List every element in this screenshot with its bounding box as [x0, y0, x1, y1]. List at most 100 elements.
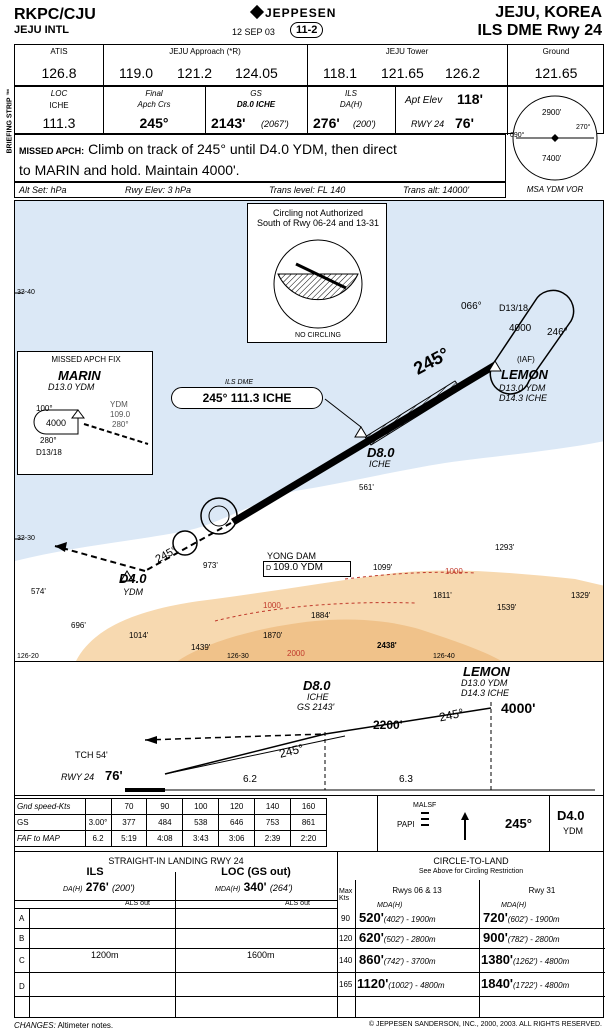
missed-label: MISSED APCH: — [19, 146, 85, 156]
jeppesen-logo-icon — [249, 4, 265, 20]
atis-label: ATIS — [50, 47, 68, 56]
elev-1870: 1870' — [263, 631, 283, 640]
speed-d4: D4.0 — [557, 808, 585, 823]
final-course: 245° — [139, 115, 169, 131]
profile-dist-2: 6.3 — [399, 774, 413, 785]
speed-3: 100 — [182, 798, 220, 815]
cat-d: D — [19, 982, 25, 991]
tower-freq-1: 118.1 — [323, 65, 357, 81]
location: JEJU, KOREA — [495, 4, 602, 21]
da-label: DA(H) — [339, 100, 363, 109]
speed-1: 70 — [110, 798, 148, 815]
circling-inset: Circling not Authorized South of Rwy 06-… — [247, 203, 387, 343]
msa-north: 2900' — [542, 108, 562, 117]
atis-freq: 126.8 — [41, 65, 77, 81]
gs-angle: 3.00° — [84, 814, 112, 831]
circle-mda-label-2: MDA(H) — [501, 902, 527, 909]
profile-lemon-d1: D13.0 YDM — [461, 678, 508, 688]
profile-d8: D8.0 — [303, 678, 331, 693]
briefing-row: LOC ICHE 111.3 Final Apch Crs 245° GS D8… — [14, 86, 604, 135]
elev-574: 574' — [31, 587, 46, 596]
hold-outbound: 246° — [547, 327, 568, 338]
profile-rwy: RWY 24 — [61, 772, 95, 782]
elev-973: 973' — [203, 561, 218, 570]
rwy-elev-hpa: Rwy Elev: 3 hPa — [125, 185, 192, 195]
alt-set: Alt Set: hPa — [19, 185, 67, 195]
marin-dme: D13.0 YDM — [48, 382, 95, 392]
ils-als-out: ALS out — [125, 900, 150, 907]
apt-elev-label: Apt Elev — [405, 95, 443, 106]
chart-number: 11-2 — [290, 22, 324, 38]
circle-a-2: 620'(502') - 2800m — [359, 930, 436, 945]
minima-section: STRAIGHT-IN LANDING RWY 24 ILS DA(H) 276… — [14, 852, 605, 1018]
speed-table: Gnd speed-Kts 70 90 100 120 140 160 GS 3… — [15, 798, 327, 847]
missed-fix-title: MISSED APCH FIX — [51, 355, 121, 364]
terrain-1000 — [76, 570, 603, 661]
profile-tch: TCH 54' — [75, 750, 108, 760]
max-kts: Max Kts — [339, 888, 353, 902]
tower-freq-3: 126.2 — [445, 65, 481, 81]
ils-minima-label: ILS — [86, 866, 104, 878]
briefing-strip-label: BRIEFING STRIP ™ — [6, 88, 14, 154]
rwy-elev: 76' — [455, 115, 474, 131]
loc-label: LOC — [50, 89, 68, 98]
changes-text: Altimeter notes. — [57, 1021, 114, 1030]
straight-in-title: STRAIGHT-IN LANDING RWY 24 — [108, 856, 244, 866]
elev-1293: 1293' — [495, 543, 515, 552]
faf-val-4: 3:06 — [218, 830, 256, 847]
rwy-31: Rwy 31 — [528, 886, 556, 895]
speed-6: 160 — [290, 798, 327, 815]
loc-mda-height: (264') — [269, 883, 293, 893]
marin-alt: 4000 — [46, 418, 67, 428]
circle-kts-4: 165 — [339, 980, 353, 989]
lon-126-20: 126-20 — [17, 653, 39, 660]
ils-visibility: 1200m — [91, 950, 119, 960]
msa-label: MSA YDM VOR — [526, 185, 584, 194]
loc-mda-label: MDA(H) — [215, 886, 241, 893]
approach-freq-1: 119.0 — [119, 65, 153, 81]
cat-a: A — [19, 914, 25, 923]
gs-height: (2067') — [261, 119, 289, 129]
elev-1439: 1439' — [191, 643, 211, 652]
profile-view: LEMON D13.0 YDM D14.3 ICHE 4000' D8.0 IC… — [14, 662, 604, 796]
copyright: © JEPPESEN SANDERSON, INC., 2000, 2003. … — [368, 1021, 602, 1028]
lon-126-40: 126-40 — [433, 653, 455, 660]
contour-1000b: 1000 — [445, 567, 463, 576]
elev-2438: 2438' — [377, 641, 397, 650]
elev-1014: 1014' — [129, 631, 149, 640]
yongdam-dme: D — [266, 565, 272, 572]
circling-diagram — [273, 239, 363, 329]
circle-a-3: 860'(742') - 3700m — [359, 952, 436, 967]
final-label: Final — [145, 89, 163, 98]
ils-da-height: (200') — [112, 883, 135, 893]
changes-label: CHANGES: — [14, 1021, 56, 1030]
approach-freq-2: 121.2 — [177, 65, 213, 81]
apt-elev: 118' — [457, 91, 483, 107]
chart-date: 12 SEP 03 — [232, 27, 275, 37]
rwy-06-13: Rwys 06 & 13 — [392, 886, 442, 895]
ground-label: Ground — [542, 47, 570, 56]
hold-dme: D13/18 — [499, 303, 529, 313]
no-circling-label: NO CIRCLING — [295, 332, 341, 339]
circle-kts-1: 90 — [341, 914, 350, 923]
vor-dme-symbol — [172, 530, 198, 556]
profile-lemon: LEMON — [463, 664, 510, 679]
missed-fix-inset: MISSED APCH FIX MARIN D13.0 YDM 100° 280… — [17, 351, 153, 475]
circling-text-1: Circling not Authorized — [272, 208, 364, 218]
approach-freq-3: 124.05 — [235, 65, 278, 81]
airport-icao: RKPC/CJU — [14, 6, 96, 23]
faf-val-1: 5:19 — [110, 830, 148, 847]
faf-val-6: 2:20 — [290, 830, 327, 847]
da-value: 276' — [313, 115, 340, 131]
circle-a-4: 1120'(1002') - 4800m — [357, 976, 445, 991]
marin-name: MARIN — [58, 368, 101, 383]
da-height: (200') — [353, 119, 376, 129]
malsf-label: MALSF — [413, 802, 437, 809]
gs-val-5: 753 — [254, 814, 292, 831]
loc-leader — [324, 398, 362, 428]
circle-b-2: 900'(782') - 2800m — [483, 930, 560, 945]
gs-label: GS — [250, 89, 262, 98]
marin-d13: D13/18 — [36, 448, 62, 457]
tower-label: JEJU Tower — [385, 47, 429, 56]
ydm-label: YDM — [110, 400, 128, 409]
